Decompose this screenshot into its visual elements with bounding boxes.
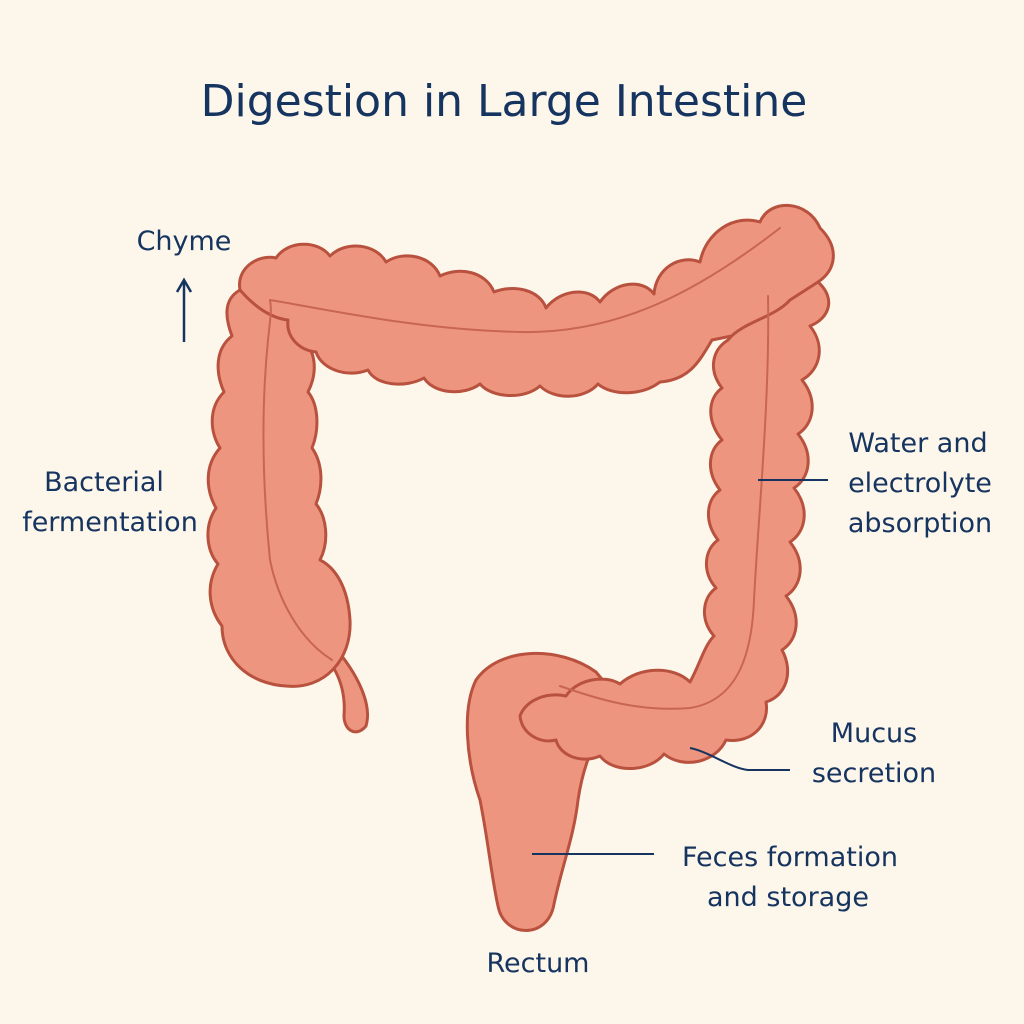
transverse-colon <box>238 204 835 398</box>
label-water-line3: absorption <box>848 508 992 539</box>
ascending-colon <box>206 288 352 688</box>
label-feces-line2: and storage <box>707 882 869 913</box>
inner-lining <box>262 227 781 710</box>
label-water-line2: electrolyte <box>848 468 992 499</box>
mucus-leader-line <box>689 747 790 771</box>
appendix <box>316 642 369 734</box>
label-water-line1: Water and <box>848 428 987 459</box>
page-title: Digestion in Large Intestine <box>201 76 808 127</box>
leader-lines <box>532 479 828 855</box>
label-mucus-line2: secretion <box>812 758 936 789</box>
chyme-arrow <box>175 277 193 342</box>
large-intestine-illustration <box>206 204 835 932</box>
label-bacterial-line2: fermentation <box>22 507 198 538</box>
label-mucus-line1: Mucus <box>831 718 917 749</box>
label-bacterial-line1: Bacterial <box>44 467 164 498</box>
label-chyme: Chyme <box>137 226 232 257</box>
descending-colon <box>518 280 831 770</box>
label-rectum: Rectum <box>486 948 589 979</box>
label-feces-line1: Feces formation <box>682 842 898 873</box>
